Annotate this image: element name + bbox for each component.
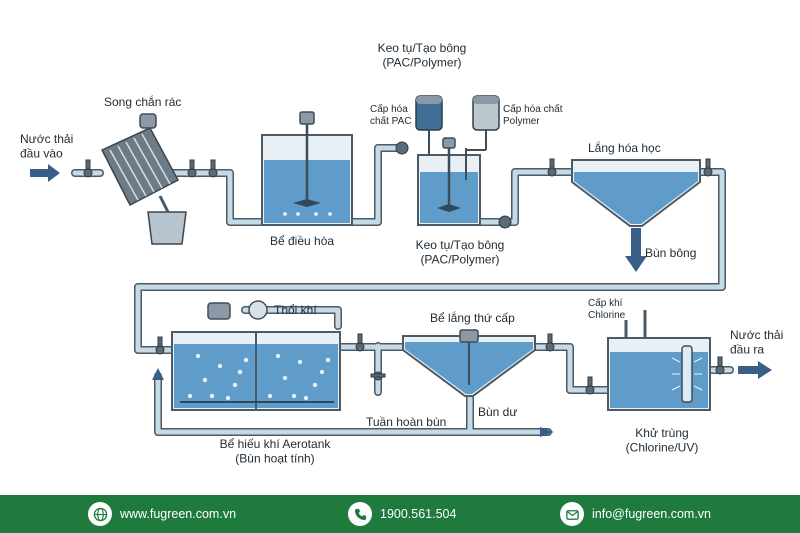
valve-handle-icon — [547, 333, 553, 344]
blower-fan-icon — [248, 300, 268, 320]
coag-bottom-label: Keo tụ/Tạo bông(PAC/Polymer) — [416, 238, 505, 266]
valve-icon — [585, 385, 595, 395]
valve-icon — [715, 365, 725, 375]
valve-handle-icon — [189, 159, 195, 170]
valve-handle-icon — [357, 333, 363, 344]
secondary-clarifier-label: Bể lắng thứ cấp — [430, 310, 515, 325]
outlet-arrow-icon — [738, 361, 772, 379]
screen-motor-icon — [139, 113, 157, 129]
email-text: info@fugreen.com.vn — [592, 507, 712, 521]
disinfection-label: Khử trùng(Chlorine/UV) — [626, 426, 699, 454]
coag-top-label: Keo tụ/Tạo bông(PAC/Polymer) — [378, 41, 467, 69]
chem-sludge-label: Bùn bông — [645, 246, 696, 260]
valve-icon — [703, 167, 713, 177]
pump-icon — [395, 141, 409, 155]
website-contact[interactable]: www.fugreen.com.vn — [88, 502, 236, 526]
aerotank: Thổi khí Bể hiếu khí Aerotank(Bùn hoạt t… — [155, 300, 341, 465]
secondary-clarifier: Bể lắng thứ cấp Bùn dư — [402, 310, 536, 419]
blower-label: Thổi khí — [274, 303, 317, 317]
phone-contact[interactable]: 1900.561.504 — [348, 502, 456, 526]
bar-screen: Song chắn rác — [100, 94, 187, 245]
phone-icon — [348, 502, 372, 526]
valve-handle-icon — [717, 356, 723, 367]
excess-sludge-label: Bùn dư — [478, 405, 517, 419]
flocculator-motor-icon — [442, 137, 456, 149]
globe-icon — [88, 502, 112, 526]
chem-settling-label: Lắng hóa học — [588, 140, 661, 155]
return-sludge-label: Tuần hoàn bùn — [366, 415, 446, 429]
equalization-label: Bể điều hòa — [270, 234, 334, 248]
inlet-arrow-icon — [30, 164, 60, 182]
equalization-tank: Bể điều hòa — [261, 111, 353, 248]
chemical-settling-tank: Lắng hóa học Bùn bông — [571, 140, 701, 272]
valve-handle-icon — [549, 158, 555, 169]
mail-icon — [560, 502, 584, 526]
sludge-arrow-icon — [625, 228, 647, 272]
phone-text: 1900.561.504 — [380, 507, 457, 521]
aerotank-label: Bể hiếu khí Aerotank(Bùn hoạt tính) — [220, 437, 332, 465]
mixer-motor-icon — [299, 111, 315, 125]
valve-handle-icon — [370, 373, 386, 378]
scraper-drive-icon — [459, 329, 479, 343]
valve-icon — [187, 168, 197, 178]
valve-icon — [545, 342, 555, 352]
pump-icon — [498, 215, 512, 229]
return-sludge-up-arrow-icon — [152, 368, 164, 380]
email-contact[interactable]: info@fugreen.com.vn — [560, 502, 711, 526]
return-sludge-arrow-icon — [540, 427, 554, 437]
valve-handle-icon — [85, 159, 91, 170]
contact-footer: www.fugreen.com.vn 1900.561.504 info@fug… — [0, 495, 800, 533]
screen-label: Song chắn rác — [104, 94, 181, 109]
valve-handle-icon — [705, 158, 711, 169]
valve-handle-icon — [210, 159, 216, 170]
website-text: www.fugreen.com.vn — [120, 507, 237, 521]
uv-lamp-icon — [681, 345, 693, 403]
valve-icon — [547, 167, 557, 177]
valve-icon — [208, 168, 218, 178]
blower-icon — [207, 302, 231, 320]
valve-icon — [355, 342, 365, 352]
valve-icon — [83, 168, 93, 178]
mixer-impeller-icon — [293, 199, 321, 207]
aeration-bubbles — [187, 353, 331, 401]
valve-icon — [155, 345, 165, 355]
valve-handle-icon — [587, 376, 593, 387]
